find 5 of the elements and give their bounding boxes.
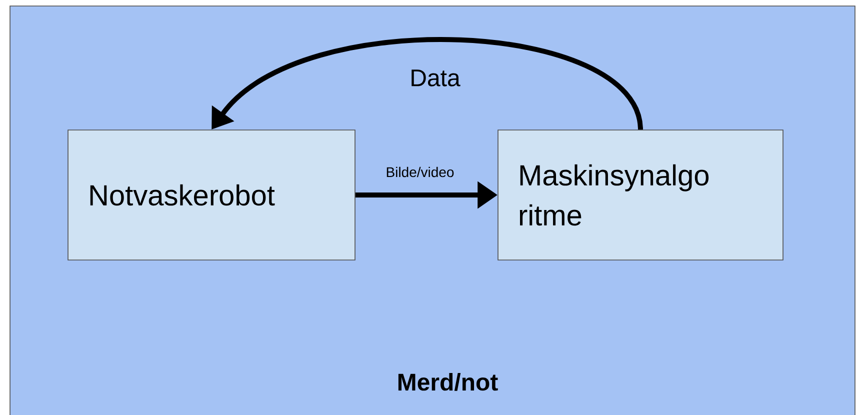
edge-label: Data [408, 68, 462, 88]
edge-label: Bilde/video [384, 166, 456, 178]
process-box: Notvaskerobot [68, 130, 356, 260]
process-box: Maskinsynalgo ritme [498, 130, 784, 260]
arrow [212, 37, 643, 130]
